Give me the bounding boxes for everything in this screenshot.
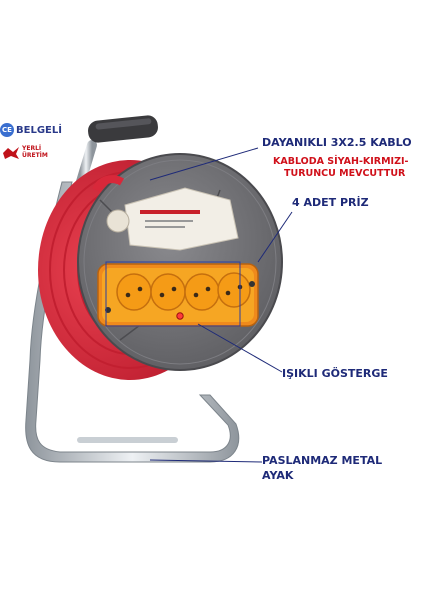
- stand-callout-line-1: PASLANMAZ METAL: [262, 454, 383, 467]
- yerli-line-1: YERLİ: [22, 145, 42, 153]
- ce-badge-text: BELGELİ: [16, 124, 62, 136]
- socket-4: [217, 272, 251, 308]
- domestic-production-badge: YERLİ ÜRETİM: [2, 146, 48, 160]
- indicator-light: [176, 312, 184, 320]
- ce-mark-icon: CE: [0, 123, 14, 137]
- callout-leader-lines: [149, 147, 293, 463]
- domestic-flag-icon: [3, 147, 19, 159]
- stand-callout-line-2: AYAK: [262, 469, 294, 482]
- cable-callout: DAYANIKLI 3X2.5 KABLO: [262, 136, 412, 149]
- metal-stand: [25, 181, 240, 463]
- socket-2: [150, 273, 186, 311]
- socket-highlight-box: [105, 261, 241, 327]
- cable-colors-line-1: KABLODA SİYAH-KIRMIZI-: [273, 156, 409, 167]
- product-label-sticker: [106, 187, 239, 251]
- ce-certified-badge: CE BELGELİ: [0, 122, 62, 138]
- cable-lead: [92, 175, 125, 192]
- socket-3: [184, 273, 220, 311]
- handle-grip: [88, 115, 158, 143]
- sockets-callout: 4 ADET PRİZ: [292, 196, 369, 209]
- socket-1: [116, 273, 152, 311]
- socket-panel: [97, 263, 259, 327]
- yerli-line-2: ÜRETİM: [22, 152, 48, 159]
- indicator-callout: IŞIKLI GÖSTERGE: [282, 367, 388, 380]
- cable-colors-line-2: TURUNCU MEVCUTTUR: [284, 168, 406, 179]
